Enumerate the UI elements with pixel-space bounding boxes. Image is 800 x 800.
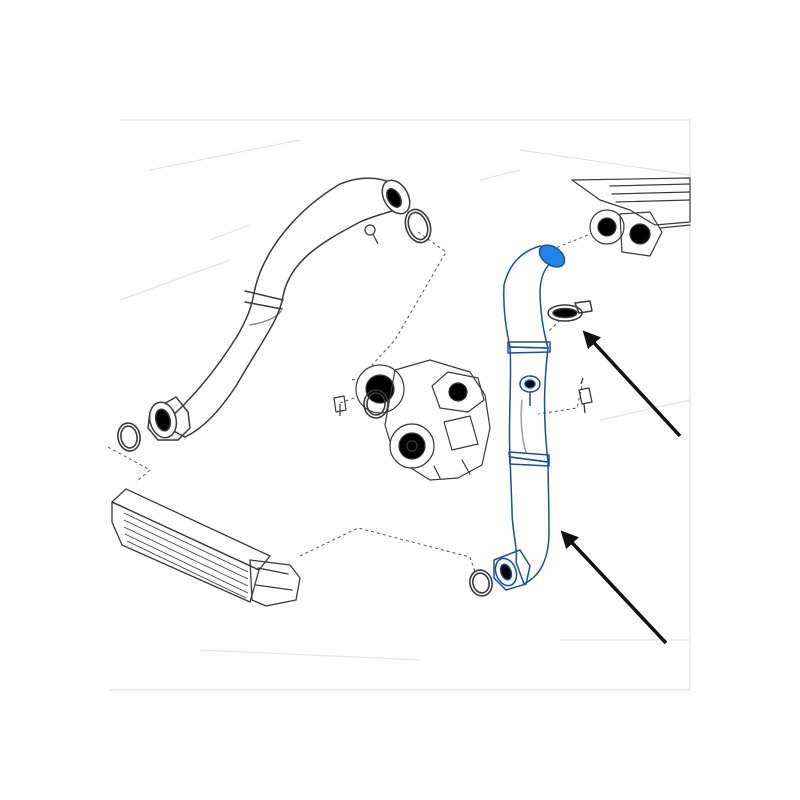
leader-upper-pipe-to-turbo	[371, 231, 447, 366]
o-ring-lower	[469, 569, 493, 597]
leader-upper-pipe-to-intercooler	[107, 446, 151, 483]
intercooler	[111, 488, 301, 607]
upper-pipe-bottom-cuff	[147, 396, 191, 441]
upper-pipe-collar	[244, 290, 284, 310]
pressure-sensor	[578, 377, 593, 414]
lower-pipe-bottom-bend	[509, 456, 550, 585]
charge-pipe-upper	[147, 177, 411, 441]
bolt-upper-pipe	[364, 224, 379, 245]
lower-pipe-top-bend	[503, 245, 561, 349]
bolt-turbo	[333, 395, 347, 416]
arrow-to-hose-clamp	[582, 330, 682, 438]
throttle-housing	[571, 177, 691, 257]
lower-pipe-top-opening	[538, 244, 566, 268]
leader-clamp-to-pipe	[547, 319, 561, 333]
o-ring-upper-right	[404, 208, 432, 244]
arrow-to-charge-pipe	[560, 530, 668, 645]
lower-pipe-middle-section	[508, 346, 549, 463]
o-ring-turbo	[363, 389, 389, 419]
sensor-port	[519, 375, 541, 406]
lower-pipe-bottom-cuff	[493, 549, 531, 591]
lower-pipe-upper-collar	[507, 341, 551, 354]
charge-pipe-lower	[493, 244, 566, 591]
callout-arrows	[560, 330, 682, 645]
o-ring-upper-left	[117, 422, 141, 452]
background-ghost-lines	[110, 119, 691, 691]
leader-intercooler-to-lower-pipe	[299, 527, 477, 576]
intercooler-fins	[123, 512, 249, 599]
lower-pipe-lower-collar	[508, 451, 550, 467]
hose-clamp	[547, 300, 593, 322]
